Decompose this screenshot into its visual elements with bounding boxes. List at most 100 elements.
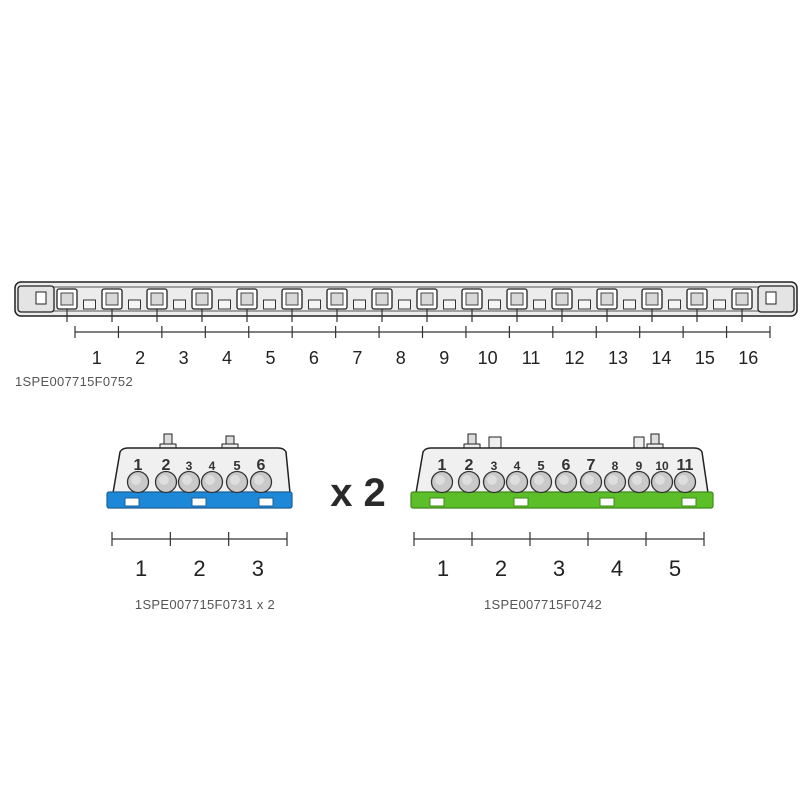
bar-clip xyxy=(623,299,636,310)
right-end-clip xyxy=(757,285,795,313)
module-number: 12 xyxy=(565,348,585,368)
green-block-screws xyxy=(430,470,697,494)
bar-clip xyxy=(308,299,321,310)
blue-block-scale-numbers: 1 2 3 xyxy=(135,556,264,581)
terminal-number: 6 xyxy=(257,457,266,474)
green-block-scale-numbers: 1 2 3 4 5 xyxy=(437,556,681,581)
module-number: 3 xyxy=(179,348,189,368)
terminal-number: 8 xyxy=(612,459,619,473)
terminal-number: 5 xyxy=(537,458,544,473)
bar-clip xyxy=(488,299,501,310)
module-number: 3 xyxy=(553,556,565,581)
screw-head xyxy=(510,292,524,306)
screw-head xyxy=(420,292,434,306)
module-number: 2 xyxy=(495,556,507,581)
bar-clip xyxy=(398,299,411,310)
screw-highlight xyxy=(559,475,569,485)
screw-highlight xyxy=(435,475,445,485)
screw-highlight xyxy=(678,475,688,485)
module-number: 4 xyxy=(222,348,232,368)
screw-head xyxy=(690,292,704,306)
terminal-number: 9 xyxy=(636,459,643,473)
screw-head xyxy=(285,292,299,306)
screw-highlight xyxy=(131,475,141,485)
module-number: 2 xyxy=(193,556,205,581)
blue-block-scale xyxy=(111,532,288,546)
screw-highlight xyxy=(182,475,192,485)
terminal-bar-screws xyxy=(56,288,753,322)
screw-highlight xyxy=(205,475,215,485)
bar-clip xyxy=(713,299,726,310)
module-number: 2 xyxy=(135,348,145,368)
bar-clip xyxy=(353,299,366,310)
terminal-number: 2 xyxy=(465,457,474,474)
screw-highlight xyxy=(254,475,264,485)
terminal-number: 4 xyxy=(209,459,216,473)
green-block-code-label: 1SPE007715F0742 xyxy=(484,597,602,612)
blue-block-code-label: 1SPE007715F0731 x 2 xyxy=(135,597,275,612)
module-number: 1 xyxy=(135,556,147,581)
screw-highlight xyxy=(230,475,240,485)
module-number: 5 xyxy=(265,348,275,368)
blue-block-screws xyxy=(126,470,273,494)
terminal-number: 1 xyxy=(438,457,447,474)
screw-highlight xyxy=(534,475,544,485)
terminal-number: 3 xyxy=(186,459,193,473)
screw-highlight xyxy=(584,475,594,485)
terminal-number: 11 xyxy=(677,457,694,474)
screw-head xyxy=(375,292,389,306)
bar-clip xyxy=(218,299,231,310)
screw-highlight xyxy=(632,475,642,485)
screw-head xyxy=(105,292,119,306)
module-number: 1 xyxy=(437,556,449,581)
module-number: 6 xyxy=(309,348,319,368)
bar-clip xyxy=(173,299,186,310)
terminal-number: 1 xyxy=(134,457,143,474)
module-number: 7 xyxy=(352,348,362,368)
module-number: 1 xyxy=(92,348,102,368)
bar-clip xyxy=(263,299,276,310)
bar-clip xyxy=(668,299,681,310)
quantity-multiplier: x 2 xyxy=(330,471,386,515)
bar-clip xyxy=(443,299,456,310)
green-block-base-clips xyxy=(429,497,697,507)
left-end-clip xyxy=(17,285,55,313)
screw-head xyxy=(330,292,344,306)
green-block-base-strip xyxy=(410,491,714,509)
terminal-number: 7 xyxy=(587,457,596,474)
terminal-number: 3 xyxy=(491,459,498,473)
screw-head xyxy=(60,292,74,306)
screw-head xyxy=(195,292,209,306)
bar-clip xyxy=(533,299,546,310)
screw-head xyxy=(150,292,164,306)
green-block-scale xyxy=(413,532,705,546)
screw-highlight xyxy=(608,475,618,485)
module-number: 16 xyxy=(738,348,758,368)
module-number: 11 xyxy=(522,348,541,368)
module-number: 3 xyxy=(252,556,264,581)
screw-highlight xyxy=(159,475,169,485)
blue-block-base-clips xyxy=(124,497,274,507)
module-number: 5 xyxy=(669,556,681,581)
terminal-number: 2 xyxy=(162,457,171,474)
screw-highlight xyxy=(487,475,497,485)
screw-head xyxy=(735,292,749,306)
screw-highlight xyxy=(655,475,665,485)
screw-head xyxy=(465,292,479,306)
screw-head xyxy=(600,292,614,306)
terminal-number: 10 xyxy=(655,459,669,473)
module-number: 13 xyxy=(608,348,628,368)
top-bar-code-label: 1SPE007715F0752 xyxy=(15,374,133,389)
module-width-scale xyxy=(74,326,771,338)
module-number: 9 xyxy=(439,348,449,368)
module-number: 4 xyxy=(611,556,623,581)
terminal-number: 6 xyxy=(562,457,571,474)
module-number: 8 xyxy=(396,348,406,368)
